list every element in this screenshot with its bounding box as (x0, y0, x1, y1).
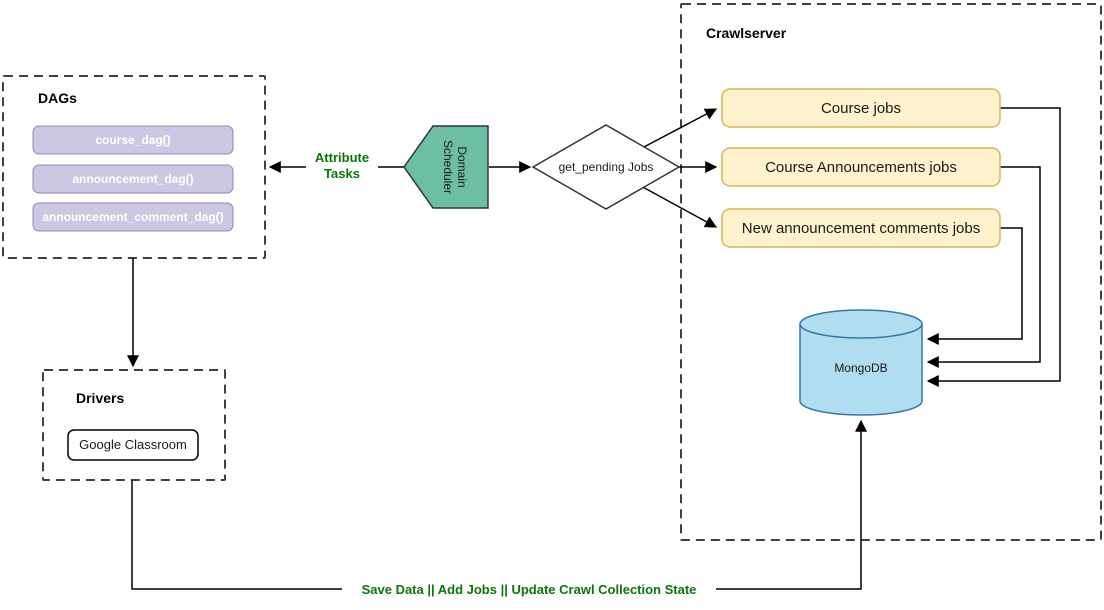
attribute-tasks-label-line1: Attribute (315, 150, 369, 165)
new-announcement-comments-jobs-label: New announcement comments jobs (742, 220, 980, 237)
dag-node-announcement-dag-box (32, 164, 234, 194)
dag-node-announcement-dag: announcement_dag() (32, 164, 234, 194)
google-classroom-label: Google Classroom (79, 437, 187, 452)
get-pending-jobs-label: get_pending Jobs (559, 160, 654, 174)
drivers-group-box (42, 369, 226, 481)
mongodb-cylinder-top-rim (799, 323, 923, 339)
get-pending-jobs-shape (531, 124, 681, 210)
mongodb-node: MongoDB (799, 309, 923, 416)
new-announcement-comments-jobs-box (721, 208, 1001, 248)
google-classroom-node: Google Classroom (67, 429, 199, 461)
dags-group-title: DAGs (38, 90, 77, 106)
course-jobs-box (721, 88, 1001, 128)
arrow-new-announcement-comments-jobs-to-mongodb (926, 227, 1023, 345)
arrow-course-announcements-jobs-to-mongodb (926, 166, 1041, 368)
domain-scheduler-shape (403, 125, 489, 209)
mongodb-label: MongoDB (834, 361, 887, 375)
google-classroom-box (67, 429, 199, 461)
domain-scheduler-label-line1: Domain (455, 146, 469, 187)
domain-scheduler-node: Domain Scheduler (403, 125, 489, 209)
dag-node-announcement-dag-label: announcement_dag() (72, 172, 193, 186)
course-announcements-jobs-node: Course Announcements jobs (721, 147, 1001, 187)
attribute-tasks-label-bg (306, 146, 378, 188)
save-data-edge-label: Save Data || Add Jobs || Update Crawl Co… (342, 578, 716, 600)
get-pending-jobs-decision: get_pending Jobs (531, 124, 681, 210)
dag-node-course-dag-box (32, 125, 234, 155)
course-jobs-node: Course jobs (721, 88, 1001, 128)
dag-node-announcement-comment-dag: announcement_comment_dag() (32, 202, 234, 232)
course-announcements-jobs-box (721, 147, 1001, 187)
save-data-label: Save Data || Add Jobs || Update Crawl Co… (362, 582, 697, 597)
attribute-tasks-label-line2: Tasks (324, 166, 360, 181)
dag-node-course-dag-label: course_dag() (95, 133, 170, 147)
crawlserver-group-title: Crawlserver (706, 25, 787, 41)
dag-node-announcement-comment-dag-box (32, 202, 234, 232)
dag-node-course-dag: course_dag() (32, 125, 234, 155)
course-jobs-label: Course jobs (821, 100, 901, 117)
arrow-course-jobs-to-mongodb (926, 107, 1061, 387)
save-data-label-bg (342, 578, 716, 600)
course-announcements-jobs-label: Course Announcements jobs (765, 159, 957, 176)
domain-scheduler-label-line2: Scheduler (441, 140, 455, 194)
new-announcement-comments-jobs-node: New announcement comments jobs (721, 208, 1001, 248)
crawlserver-group-box (680, 3, 1102, 541)
drivers-group-title: Drivers (76, 390, 124, 406)
attribute-tasks-edge-label: Attribute Tasks (306, 146, 378, 188)
dag-node-announcement-comment-dag-label: announcement_comment_dag() (42, 210, 223, 224)
